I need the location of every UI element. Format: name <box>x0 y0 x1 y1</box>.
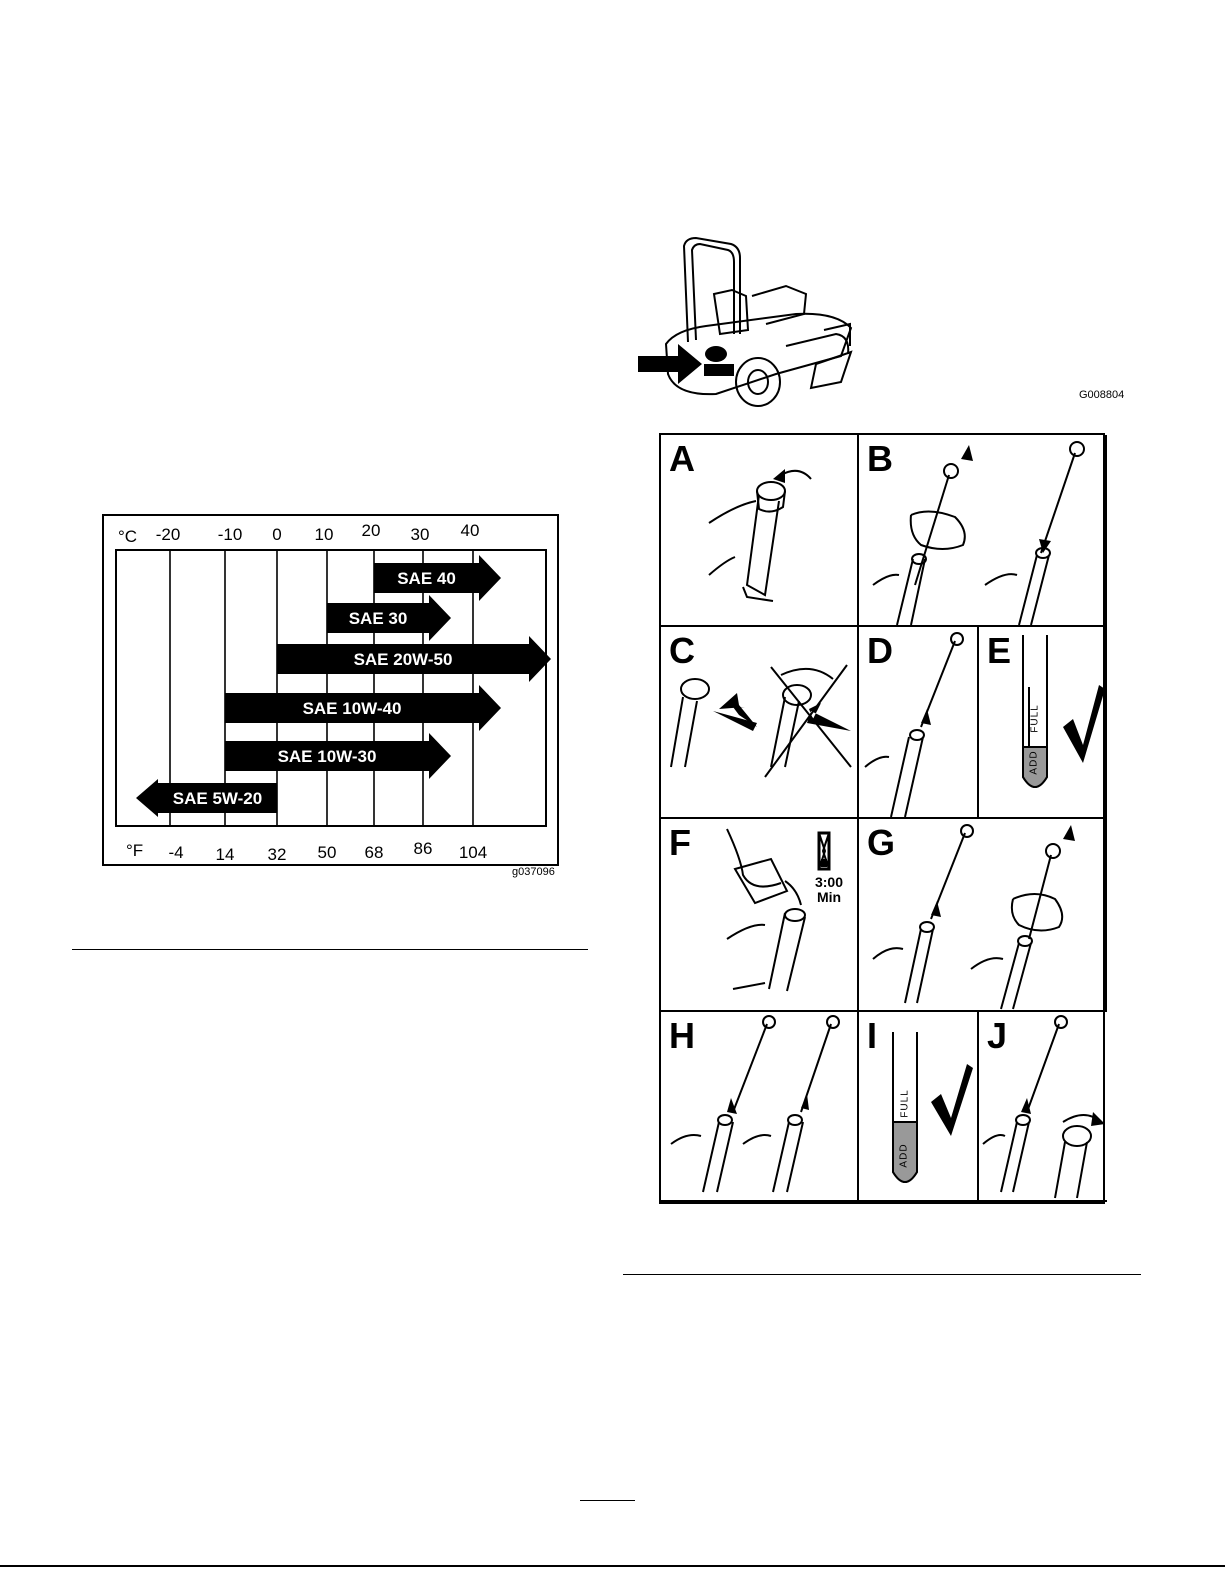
timer-label: 3:00 Min <box>809 875 849 905</box>
grade-label: SAE 10W-30 <box>278 747 377 766</box>
fahrenheit-tick-label: 68 <box>365 843 384 862</box>
remove-cap-icon <box>661 435 859 627</box>
section-rule-left <box>72 949 588 950</box>
fahrenheit-tick-label: 104 <box>459 843 487 862</box>
reinsert-dipstick-icon <box>859 627 979 819</box>
celsius-tick-label: 40 <box>461 521 480 540</box>
insert-cap-icon <box>661 627 859 819</box>
footer-rule <box>0 1565 1225 1567</box>
page-number-rule <box>580 1500 635 1501</box>
panel-b: B <box>859 435 1107 627</box>
grade-label: SAE 5W-20 <box>173 789 262 808</box>
dipstick-level-ok-icon-2 <box>859 1012 979 1202</box>
wipe-dipstick-icon <box>859 435 1107 627</box>
dipstick-full-label: FULL <box>1030 704 1041 732</box>
panel-g: G <box>859 819 1107 1012</box>
fahrenheit-tick-label: 86 <box>414 839 433 858</box>
celsius-tick-label: 10 <box>315 525 334 544</box>
dipstick-add-label-2: ADD <box>899 1143 910 1167</box>
panel-c: C <box>661 627 859 819</box>
insert-dipstick-twice-icon <box>661 1012 859 1202</box>
celsius-tick-label: -20 <box>156 525 181 544</box>
celsius-tick-label: 30 <box>411 525 430 544</box>
oil-check-procedure-grid: A B <box>659 433 1105 1204</box>
panel-a: A <box>661 435 859 627</box>
panel-e: E FULL ADD <box>979 627 1107 819</box>
dipstick-level-ok-icon <box>979 627 1107 819</box>
celsius-tick-label: -10 <box>218 525 243 544</box>
viscosity-figure-code: g037096 <box>512 866 555 878</box>
dipstick-add-label: ADD <box>1029 750 1040 774</box>
recheck-dipstick-icon <box>859 819 1107 1012</box>
dipstick-full-label-2: FULL <box>900 1089 911 1117</box>
mower-figure-code: G008804 <box>1079 389 1124 401</box>
fahrenheit-tick-label: 50 <box>318 843 337 862</box>
fahrenheit-unit-label: °F <box>126 841 143 860</box>
celsius-unit-label: °C <box>118 527 137 546</box>
add-oil-icon <box>661 819 859 1012</box>
celsius-tick-label: 0 <box>272 525 281 544</box>
celsius-tick-label: 20 <box>362 521 381 540</box>
viscosity-chart: °C °F -20 -10 0 10 20 30 40 -4 14 32 50 68 86 104 SAE 40… <box>102 514 559 866</box>
panel-i: I FULL ADD <box>859 1012 979 1202</box>
section-rule-right <box>623 1274 1141 1275</box>
panel-f: F 3:00 Min <box>661 819 859 1012</box>
fahrenheit-tick-label: 14 <box>216 845 235 864</box>
install-cap-icon <box>979 1012 1107 1202</box>
grade-label: SAE 30 <box>349 609 408 628</box>
mower-illustration <box>636 234 861 414</box>
timer-unit: Min <box>809 890 849 905</box>
grade-label: SAE 20W-50 <box>354 650 453 669</box>
panel-h: H <box>661 1012 859 1202</box>
panel-j: J <box>979 1012 1107 1202</box>
grade-label: SAE 40 <box>397 569 456 588</box>
fahrenheit-tick-label: 32 <box>268 845 287 864</box>
grade-label: SAE 10W-40 <box>303 699 402 718</box>
timer-time: 3:00 <box>809 875 849 890</box>
panel-d: D <box>859 627 979 819</box>
fahrenheit-tick-label: -4 <box>168 843 183 862</box>
